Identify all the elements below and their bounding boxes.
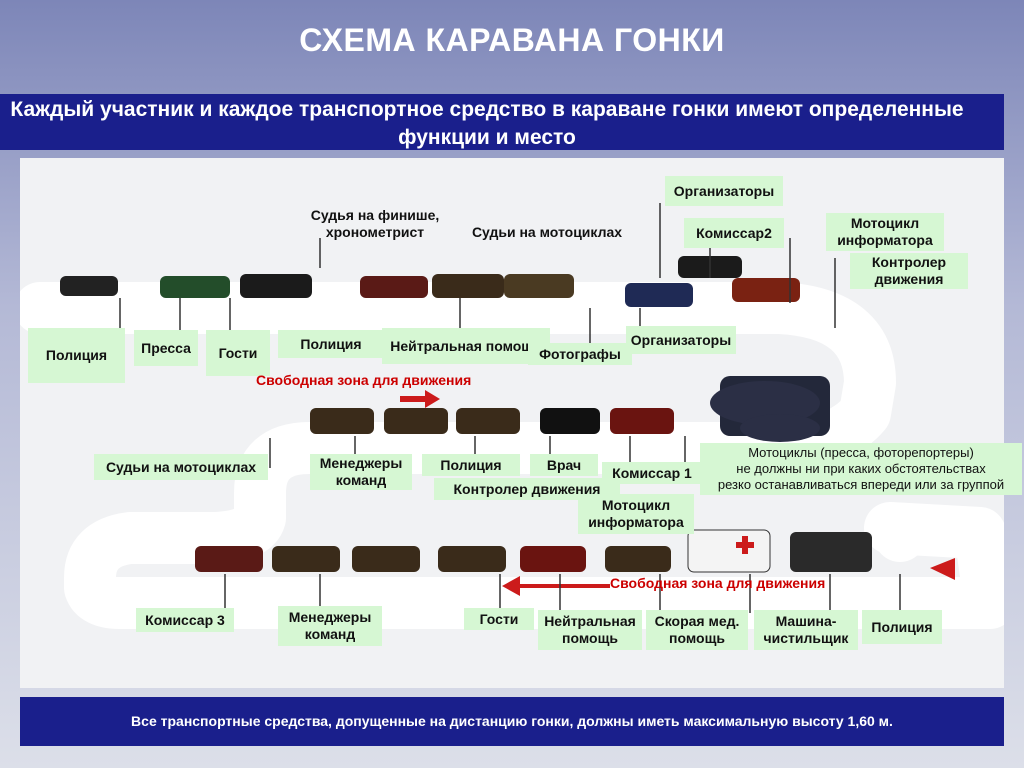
row3-vehicles <box>195 529 872 573</box>
label-team-managers-2: Менеджеры команд <box>278 606 382 646</box>
label-organizers-top: Организаторы <box>665 176 783 206</box>
free-zone-label-1: Свободная зона для движения <box>256 372 472 388</box>
peloton <box>710 381 820 442</box>
road-graphic <box>20 203 1004 629</box>
label-police-4: Полиция <box>862 610 942 644</box>
press-moto-note: Мотоциклы (пресса, фоторепортеры) не дол… <box>700 443 1022 495</box>
label-doctor: Врач <box>530 454 598 476</box>
label-police-2: Полиция <box>278 330 384 358</box>
label-moto-informer-2: Мотоцикл информатора <box>578 494 694 534</box>
label-police-3: Полиция <box>422 454 520 476</box>
label-moto-informer-1: Мотоцикл информатора <box>826 213 944 251</box>
press-moto-line-2: резко останавливаться впереди или за гру… <box>717 477 1005 492</box>
label-guests-2: Гости <box>464 608 534 630</box>
footer-note: Все транспортные средства, допущенные на… <box>20 697 1004 746</box>
free-zone-label-2: Свободная зона для движения <box>610 575 826 591</box>
press-moto-title: Мотоциклы (пресса, фоторепортеры) <box>748 445 974 460</box>
caravan-diagram: Полиция Пресса Гости Полиция Нейтральная… <box>20 158 1022 688</box>
label-guests-1: Гости <box>206 330 270 376</box>
subtitle-text: Каждый участник и каждое транспортное ср… <box>10 98 964 149</box>
label-neutral-help-2: Нейтральная помощь <box>538 610 642 650</box>
press-moto-line-1: не должны ни при каких обстоятельствах <box>736 461 986 476</box>
label-ambulance: Скорая мед. помощь <box>646 610 748 650</box>
label-commissar-3: Комиссар 3 <box>136 608 234 632</box>
label-neutral-help-1: Нейтральная помощь <box>382 328 550 364</box>
subtitle-band: Каждый участник и каждое транспортное ср… <box>0 94 1004 150</box>
label-police-1: Полиция <box>28 328 125 383</box>
label-commissar-2: Комиссар2 <box>684 218 784 248</box>
label-finish-judge: Судья на финише, хронометрист <box>310 207 440 240</box>
label-moto-judges-top: Судьи на мотоциклах <box>471 223 623 240</box>
row1-vehicles <box>60 256 800 307</box>
page-title: СХЕМА КАРАВАНА ГОНКИ <box>299 22 725 58</box>
label-sweeper: Машина-чистильщик <box>754 610 858 650</box>
label-traffic-controller-1: Контролер движения <box>850 253 968 289</box>
label-press: Пресса <box>134 330 198 366</box>
label-traffic-controller-2: Контролер движения <box>434 478 620 500</box>
label-moto-judges-mid: Судьи на мотоциклах <box>94 454 268 480</box>
label-organizers-bottom: Организаторы <box>626 326 736 354</box>
label-photographers: Фотографы <box>528 343 632 365</box>
label-team-managers-1: Менеджеры команд <box>310 454 412 490</box>
label-commissar-1: Комиссар 1 <box>602 462 702 484</box>
